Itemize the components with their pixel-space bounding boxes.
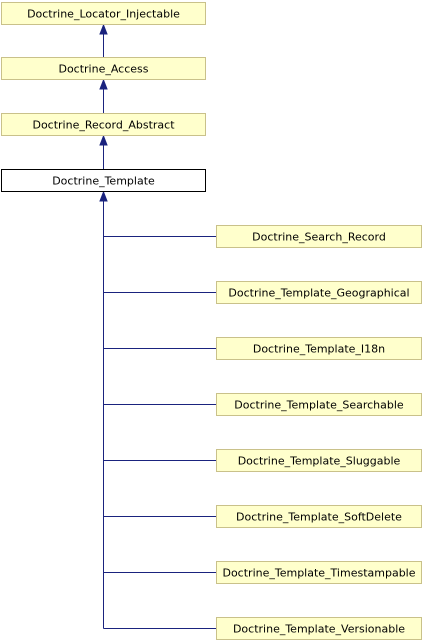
child-class-node[interactable]: Doctrine_Template_Searchable [216,393,422,416]
ancestor-class-node-box [1,2,206,25]
current-class-node-label: Doctrine_Template [52,175,155,188]
child-class-node-label: Doctrine_Template_Timestampable [222,567,415,580]
child-class-node[interactable]: Doctrine_Template_Sluggable [216,449,422,472]
ancestor-class-node-label: Doctrine_Record_Abstract [32,119,175,132]
child-class-node-label: Doctrine_Search_Record [252,231,386,244]
child-class-node[interactable]: Doctrine_Template_SoftDelete [216,505,422,528]
ancestor-class-node-box [1,113,206,136]
ancestor-class-node[interactable]: Doctrine_Access [1,57,206,80]
child-class-node[interactable]: Doctrine_Search_Record [216,225,422,248]
child-class-node[interactable]: Doctrine_Template_Timestampable [216,561,422,584]
child-class-node-label: Doctrine_Template_SoftDelete [236,511,402,524]
inheritance-arrowhead [99,134,108,146]
child-class-node[interactable]: Doctrine_Template_I18n [216,337,422,360]
ancestor-class-node-box [1,57,206,80]
child-class-node-label: Doctrine_Template_Geographical [228,287,409,300]
children-spine-arrowhead [99,190,108,202]
child-class-node-label: Doctrine_Template_Searchable [234,399,404,412]
inheritance-arrowhead [99,23,108,35]
ancestor-class-node[interactable]: Doctrine_Locator_Injectable [1,2,206,25]
current-class-node-box [1,169,206,192]
child-class-node-label: Doctrine_Template_I18n [253,343,385,356]
child-class-node[interactable]: Doctrine_Template_Versionable [216,617,422,640]
ancestor-class-node-label: Doctrine_Access [58,63,148,76]
child-class-node-label: Doctrine_Template_Sluggable [238,455,401,468]
ancestor-class-node[interactable]: Doctrine_Record_Abstract [1,113,206,136]
child-class-node[interactable]: Doctrine_Template_Geographical [216,281,422,304]
current-class-node[interactable]: Doctrine_Template [1,169,206,192]
child-class-node-label: Doctrine_Template_Versionable [233,623,405,636]
edges-layer [99,23,217,629]
inheritance-arrowhead [99,78,108,90]
ancestor-class-node-label: Doctrine_Locator_Injectable [27,8,180,21]
